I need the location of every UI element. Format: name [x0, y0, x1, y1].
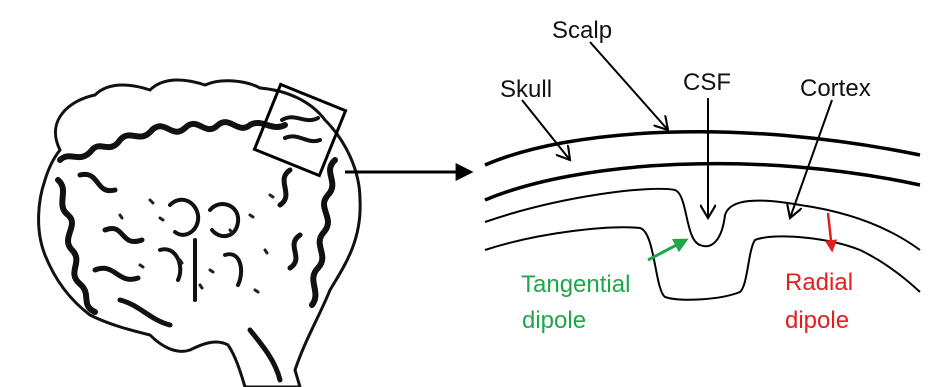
radial-label-line2: dipole — [785, 307, 849, 334]
tangential-label-line2: dipole — [522, 307, 586, 334]
cortex-pointer — [790, 100, 832, 218]
scalp-label: Scalp — [552, 17, 612, 44]
radial-dipole-arrow — [828, 213, 832, 250]
cortex-label: Cortex — [800, 75, 871, 102]
csf-label: CSF — [683, 69, 731, 96]
tangential-dipole-arrow — [648, 240, 686, 260]
csf-layer-curve — [485, 189, 920, 250]
scalp-pointer — [590, 42, 668, 130]
skull-layer-curve — [485, 164, 920, 200]
brain-slice-illustration — [39, 80, 361, 387]
skull-label: Skull — [500, 76, 552, 103]
radial-label-line1: Radial — [785, 269, 853, 296]
tangential-label-line1: Tangential — [521, 271, 630, 298]
